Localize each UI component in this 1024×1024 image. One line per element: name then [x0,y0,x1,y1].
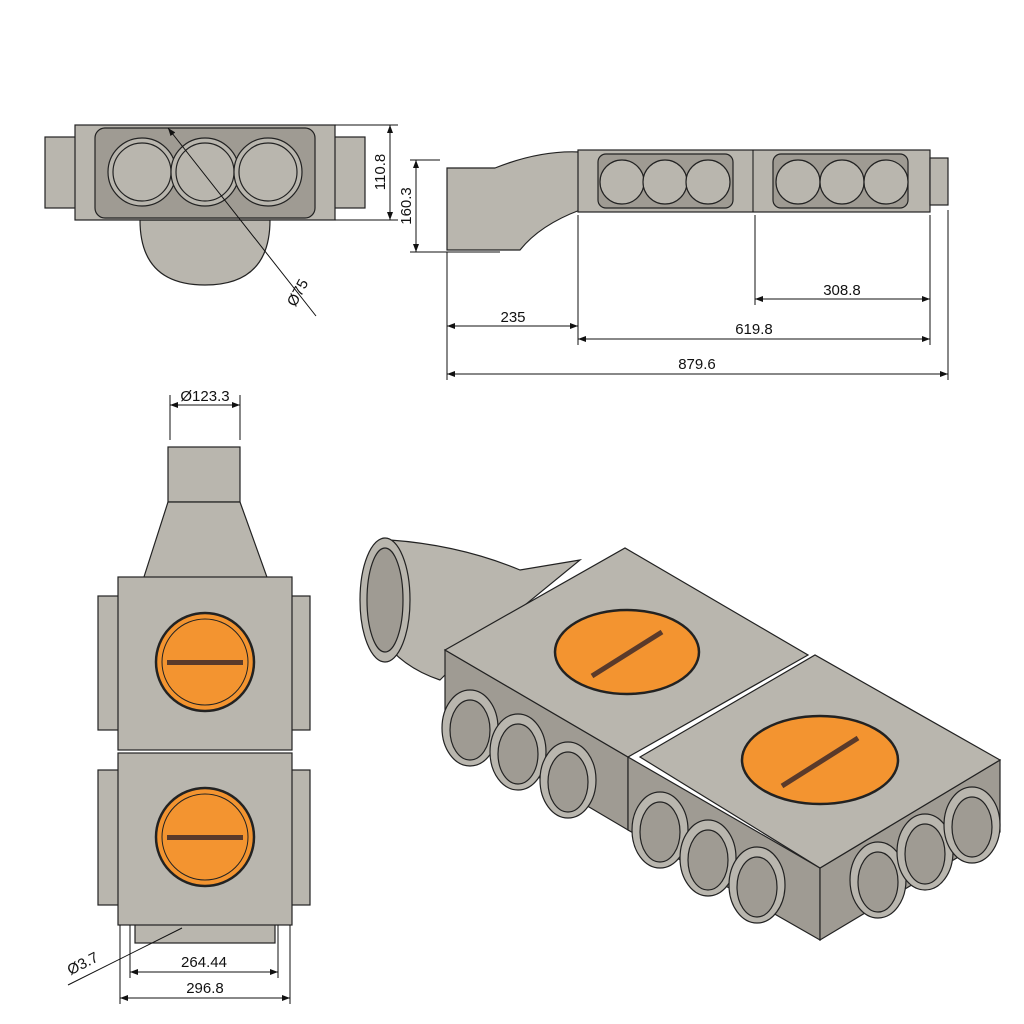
damper-2 [154,786,256,888]
bottom-outlet [139,219,271,286]
dim-lines [167,124,500,317]
end-stub [929,157,949,206]
side-view: 308.8 235 619.8 879.6 [446,149,949,380]
iso-damper-2 [740,714,900,806]
reducer-inlet [446,151,581,251]
iso-ports [441,689,1001,924]
front-view: Ø123.3 Ø3.7 264.44 296.8 [65,388,311,1004]
right-stub [332,136,366,209]
dim-height-total: 160.3 [398,187,415,225]
side-dim-lines [446,210,949,380]
dim-inlet-diameter: Ø123.3 [180,388,229,405]
damper-1 [154,611,256,713]
dim-inlet-length: 235 [500,309,525,326]
bottom-stub [134,922,276,944]
dim-width: 296.8 [186,980,224,997]
dim-hole-spacing: 264.44 [181,954,227,971]
isometric-view [359,537,1002,942]
inlet-pipe [167,446,241,503]
side-ports [599,159,909,205]
top-view: 110.8 160.3 Ø75 [44,124,500,317]
iso-damper-1 [553,608,701,696]
dim-single-module: 308.8 [823,282,861,299]
inlet-cone [142,501,269,581]
ports [107,137,303,207]
front-dim-lines [67,395,291,1004]
dim-height: 110.8 [372,154,389,190]
left-stub [44,136,78,209]
dim-hole-diameter: Ø3.7 [65,949,102,979]
dim-total-length: 879.6 [678,356,716,373]
dim-module-length: 619.8 [735,321,773,338]
